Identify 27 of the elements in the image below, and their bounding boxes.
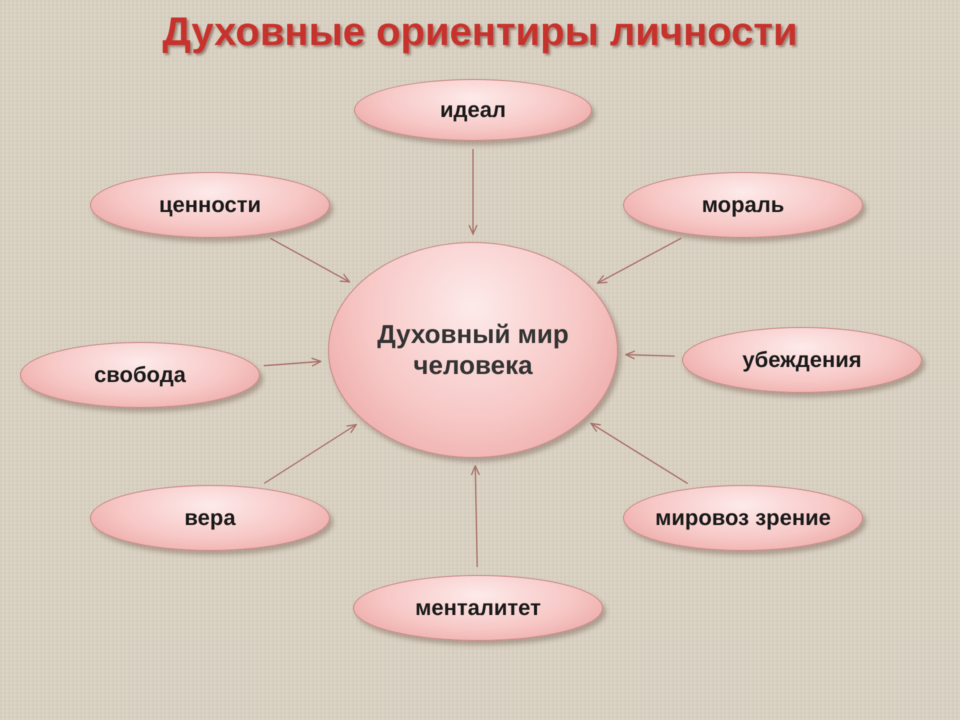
arrow — [270, 238, 350, 283]
arrow — [468, 149, 478, 235]
ellipse-node — [682, 327, 922, 393]
node-label: свобода — [93, 362, 187, 388]
arrow — [264, 424, 357, 484]
node-label: убеждения — [741, 346, 863, 374]
arrow — [264, 357, 322, 367]
ellipse-node — [90, 172, 330, 238]
ellipse-node — [354, 79, 592, 141]
arrow — [590, 422, 688, 484]
node-label: менталитет — [414, 594, 542, 622]
node-label: идеал — [439, 96, 507, 124]
node-label: мировоз зрение — [654, 504, 832, 532]
node-label: Духовный мир человека — [376, 318, 570, 382]
arrow — [597, 238, 682, 284]
ellipse-node — [20, 342, 260, 408]
node-label: вера — [183, 504, 237, 532]
diagram-title: Духовные ориентиры личности — [161, 10, 799, 55]
arrow — [625, 350, 675, 360]
ellipse-node — [353, 575, 603, 641]
ellipse-node — [623, 172, 863, 238]
ellipse-node — [328, 242, 618, 458]
ellipse-node — [623, 485, 863, 551]
arrow — [470, 465, 480, 568]
ellipse-node — [90, 485, 330, 551]
node-label: ценности — [158, 192, 262, 218]
node-label: мораль — [700, 192, 786, 218]
